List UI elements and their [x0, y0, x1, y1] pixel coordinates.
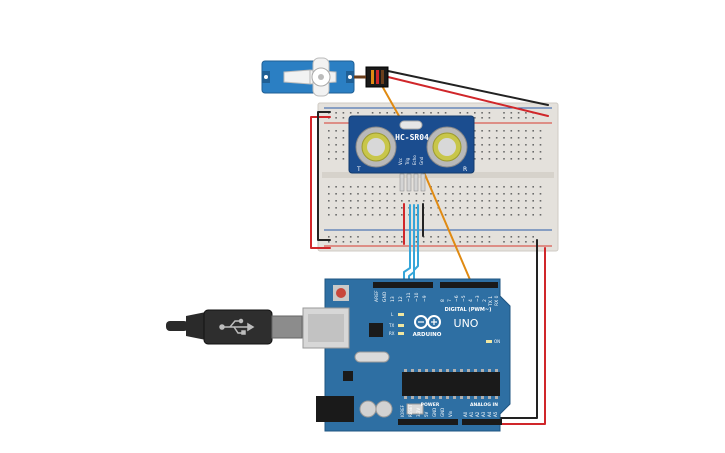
- led-label: L: [391, 312, 394, 317]
- wire-servo-signal: [380, 83, 400, 117]
- ultrasonic-sensor: HC-SR04 T R Vcc Trig Echo Gnd: [348, 115, 475, 192]
- power-pin-label: 5V: [424, 411, 429, 417]
- led-label: RX: [389, 331, 395, 336]
- sensor-title: HC-SR04: [395, 133, 429, 142]
- digital-pin-label: ~6: [454, 295, 460, 302]
- analog-pin-label: A5: [493, 411, 498, 417]
- power-header: [398, 419, 458, 425]
- sensor-pin-label: Vcc: [398, 158, 403, 165]
- wire-servo-power: [387, 76, 549, 117]
- power-pin-label: GND: [432, 408, 437, 417]
- digital-pin-label: 4: [468, 299, 474, 302]
- wire-rail-jumper-red: [310, 116, 331, 249]
- digital-header-right: [440, 282, 498, 288]
- analog-pin-label: A2: [475, 411, 480, 417]
- power-pin-label: Vin: [448, 410, 453, 417]
- digital-pin-label: 8: [440, 299, 446, 302]
- power-pin-label: IOREF: [400, 404, 405, 417]
- power-pin-label: 3.3V: [416, 408, 421, 417]
- wire-servo-ground: [387, 70, 549, 106]
- led-label: TX: [388, 323, 394, 328]
- digital-label: DIGITAL (PWM~): [445, 307, 492, 313]
- sensor-right-mark: R: [463, 166, 467, 173]
- arduino-uno: AREF GND 13 12 ~11 ~10 ~9 8 7 ~6 ~5 4 ~3…: [302, 278, 511, 432]
- servo-horn-icon: [283, 57, 337, 97]
- digital-pin-label: RX 0: [494, 295, 500, 306]
- wire-rail-jumper-black: [317, 111, 331, 241]
- power-label: POWER: [421, 402, 440, 408]
- digital-pin-label: ~10: [414, 292, 420, 302]
- digital-pin-label: AREF: [374, 290, 380, 302]
- analog-pin-label: A4: [487, 411, 492, 417]
- digital-pin-label: GND: [382, 291, 388, 302]
- digital-pin-label: 7: [447, 299, 453, 302]
- analog-label: ANALOG IN: [470, 402, 498, 408]
- wire-sensor-to-arduino-orange: [422, 169, 472, 283]
- atmega-chip: [402, 372, 500, 396]
- usb-icon: [219, 318, 255, 335]
- usb-cable: [166, 309, 303, 345]
- analog-pin-label: A1: [469, 411, 474, 417]
- digital-pin-label: 13: [390, 296, 396, 302]
- power-jack: [316, 396, 354, 422]
- digital-header-left: [373, 282, 433, 288]
- sensor-pin-label: Gnd: [419, 156, 424, 165]
- arduino-model: UNO: [454, 317, 479, 330]
- digital-pin-label: ~11: [406, 292, 412, 302]
- analog-pin-label: A0: [463, 411, 468, 417]
- analog-pin-label: A3: [481, 411, 486, 417]
- digital-pin-label: 2: [482, 299, 488, 302]
- servo-motor: [261, 57, 389, 97]
- sensor-left-mark: T: [356, 166, 361, 173]
- arduino-brand: ARDUINO: [413, 332, 442, 338]
- led-label: ON: [494, 339, 500, 344]
- sensor-pin-label: Trig: [405, 157, 410, 166]
- digital-pin-label: ~3: [475, 295, 481, 302]
- digital-pin-label: 12: [398, 296, 404, 302]
- wire-blue-3: [413, 204, 419, 287]
- analog-header: [462, 419, 502, 425]
- digital-pin-label: ~5: [461, 295, 467, 302]
- arduino-logo-icon: [414, 315, 441, 329]
- power-pin-label: RESET: [408, 404, 413, 417]
- sensor-pin-header: [399, 173, 426, 192]
- power-pin-label: GND: [440, 408, 445, 417]
- sensor-pin-label: Echo: [412, 155, 417, 165]
- digital-pin-label: ~9: [422, 295, 428, 302]
- digital-pin-label: TX 1: [488, 296, 494, 307]
